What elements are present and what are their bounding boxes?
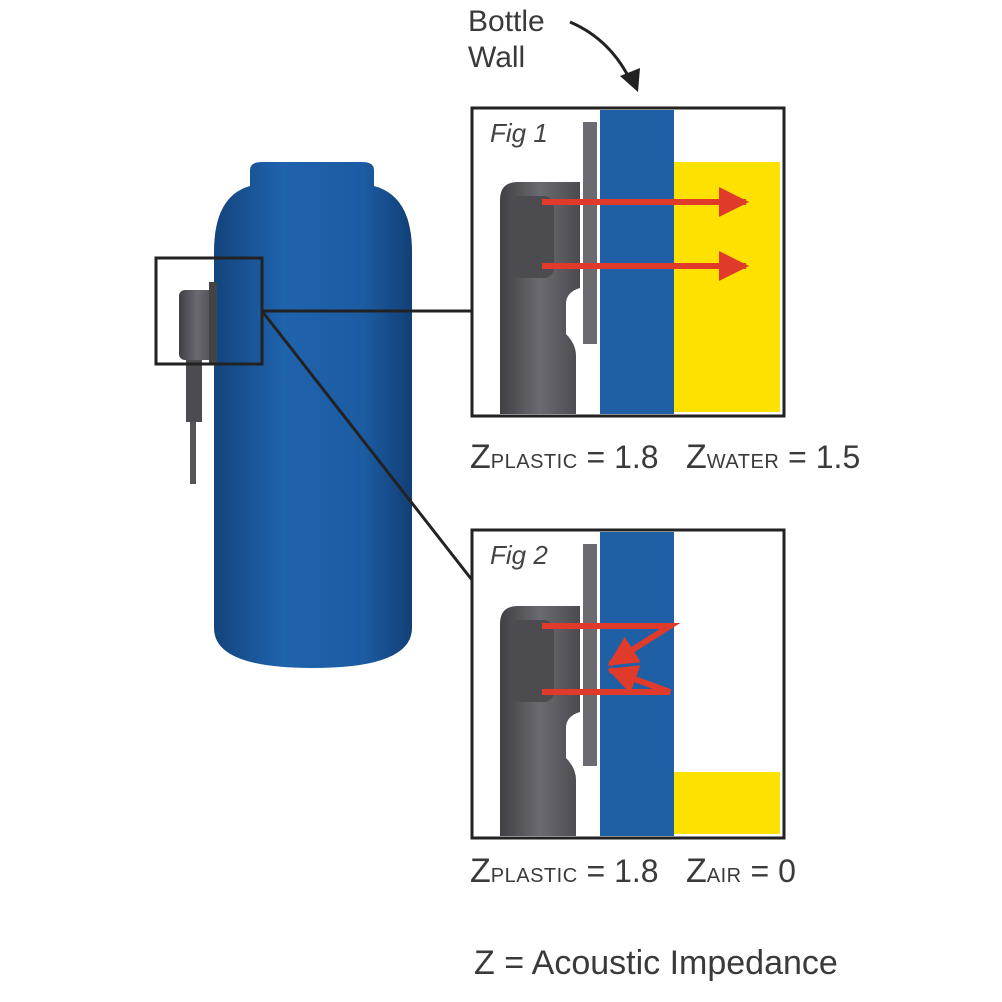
z-symbol: Z	[470, 852, 491, 890]
z-symbol: Z	[686, 852, 707, 890]
fig2-reflected-wave-bottom	[542, 665, 672, 695]
fig1-z-water: ZWATER = 1.5	[686, 438, 860, 477]
fig1-panel	[470, 106, 786, 418]
impedance-legend: Z = Acoustic Impedance	[474, 944, 838, 982]
callout-arrowhead	[620, 68, 640, 92]
ultrasonic-sensor-icon	[179, 282, 217, 484]
fig2-label: Fig 2	[490, 540, 548, 570]
z-value: = 1.5	[779, 439, 861, 475]
fig2-z-plastic: ZPLASTIC = 1.8	[470, 852, 659, 891]
callout-line-1: Bottle	[468, 5, 545, 38]
bottle-icon	[214, 162, 412, 668]
fig2-z-air: ZAIR = 0	[686, 852, 796, 891]
fig1-label: Fig 1	[490, 118, 548, 148]
z-value: = 1.8	[577, 853, 659, 889]
z-subscript: PLASTIC	[490, 865, 578, 887]
callout-arrow	[569, 20, 634, 85]
fig2-reflected-wave-top	[542, 623, 681, 667]
callout-line-2: Wall	[468, 41, 526, 74]
fig1-z-plastic: ZPLASTIC = 1.8	[470, 438, 659, 477]
z-subscript: PLASTIC	[490, 451, 578, 473]
z-subscript: WATER	[706, 451, 780, 473]
z-value: = 1.8	[577, 439, 659, 475]
zoom-connector-lines	[260, 309, 474, 581]
z-subscript: AIR	[706, 865, 742, 887]
bottle-wall-callout: Bottle Wall	[468, 4, 545, 76]
z-symbol: Z	[686, 438, 707, 476]
z-value: = 0	[741, 853, 796, 889]
fig2-panel	[470, 528, 786, 840]
z-symbol: Z	[470, 438, 491, 476]
